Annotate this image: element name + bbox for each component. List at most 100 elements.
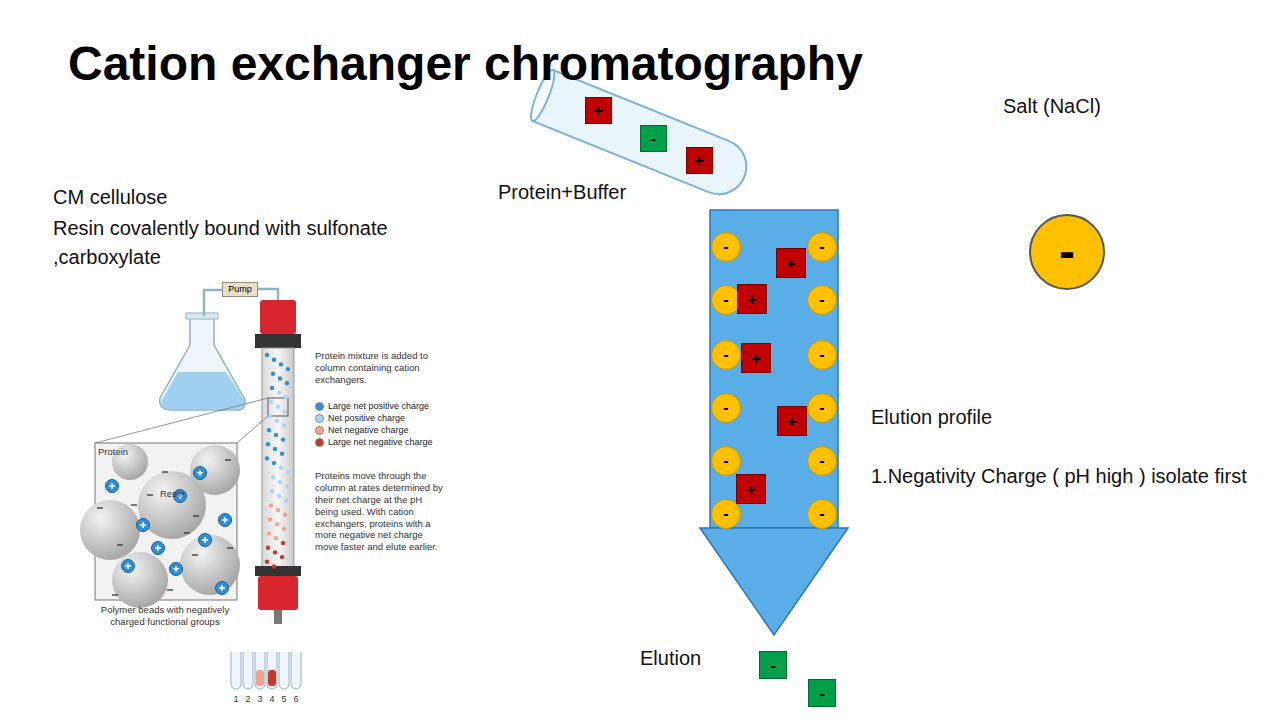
plus-mark (173, 566, 179, 572)
protein-charge-square: + (741, 343, 771, 373)
protein-dot (266, 546, 270, 550)
protein-charge-square: - (808, 679, 836, 707)
charge-sign: - (819, 685, 825, 702)
column-illustration (95, 300, 301, 624)
protein-dot (275, 522, 279, 526)
resin-charge-circle: - (807, 285, 837, 315)
plus-mark (125, 563, 131, 569)
minus-mark (227, 547, 233, 548)
charge-sign: - (819, 347, 824, 363)
charge-sign: + (593, 102, 603, 119)
profile-heading: Elution profile (871, 405, 1121, 430)
minus-mark (131, 504, 137, 505)
protein-dot (283, 513, 287, 517)
resin-note: Resin covalently bound with sulfonate ,c… (53, 214, 463, 272)
protein-dot (285, 484, 289, 488)
protein-dot (271, 372, 275, 376)
protein-dot (152, 542, 165, 555)
protein-dot (270, 386, 274, 390)
tube-number: 5 (279, 694, 289, 705)
protein-charge-square: + (736, 474, 766, 504)
protein-dot (106, 480, 119, 493)
charge-sign: + (751, 350, 761, 367)
legend-row: Large net positive charge (315, 401, 429, 411)
charge-sign: - (723, 506, 728, 522)
resin-charge-circle: - (807, 232, 837, 262)
protein-dot (280, 452, 284, 456)
tube-number: 2 (243, 694, 253, 705)
protein-charge-square: + (585, 97, 612, 124)
charge-sign: + (787, 413, 797, 430)
minus-mark (117, 544, 123, 545)
protein-dot (277, 390, 281, 394)
protein-dot (265, 353, 269, 357)
tube-number: 3 (255, 694, 265, 705)
protein-dot (279, 466, 283, 470)
protein-dot (170, 563, 183, 576)
minus-mark (97, 507, 103, 508)
minus-mark (225, 459, 231, 460)
legend-text: Net positive charge (328, 413, 405, 423)
protein-dot (276, 508, 280, 512)
protein-dot (268, 414, 272, 418)
protein-dot (269, 503, 273, 507)
charge-sign: - (723, 292, 728, 308)
protein-dot (282, 423, 286, 427)
pump-label: Pump (228, 285, 252, 294)
charge-sign: - (819, 506, 824, 522)
protein-charge-square: + (686, 147, 713, 174)
protein-dot (272, 461, 276, 465)
resin-charge-circle: - (807, 499, 837, 529)
charge-sign: - (650, 130, 656, 147)
plus-mark (197, 470, 203, 476)
charge-sign: - (819, 292, 824, 308)
figure-note: Proteins move through the column at rate… (315, 470, 443, 553)
protein-charge-square: - (640, 125, 667, 152)
legend-swatch (315, 402, 324, 411)
legend-swatch (315, 414, 324, 423)
protein-dot (281, 541, 285, 545)
fraction-tube (279, 652, 289, 689)
protein-dot (276, 405, 280, 409)
protein-dot (194, 467, 207, 480)
resin-charge-circle: - (807, 393, 837, 423)
protein-dot (284, 499, 288, 503)
legend-row: Net negative charge (315, 425, 409, 435)
fraction-tube (267, 652, 277, 689)
charge-sign: + (747, 291, 757, 308)
legend-swatch (315, 438, 324, 447)
resin-inset (80, 443, 240, 608)
charge-sign: + (694, 152, 704, 169)
protein-dot (271, 475, 275, 479)
protein-dot (199, 534, 212, 547)
resin-charge-circle: - (711, 393, 741, 423)
plus-mark (109, 483, 115, 489)
protein-dot (270, 489, 274, 493)
protein-dot (284, 395, 288, 399)
protein-dot (137, 519, 150, 532)
protein-dot (286, 470, 290, 474)
plus-mark (155, 545, 161, 551)
title: Cation exchanger chromatography (68, 34, 863, 94)
legend-row: Net positive charge (315, 413, 405, 423)
legend-text: Large net negative charge (328, 437, 433, 447)
fraction-fill (268, 670, 276, 686)
protein-dot (122, 560, 135, 573)
protein-dot (266, 442, 270, 446)
legend-text: Large net positive charge (328, 401, 429, 411)
protein-dot (280, 555, 284, 559)
minus-mark (167, 589, 173, 590)
inset-label: Resin (160, 488, 200, 500)
fraction-tubes (231, 652, 301, 689)
protein-dot (267, 531, 271, 535)
salt-label: Salt (NaCl) (1003, 94, 1203, 119)
exchange-column (700, 210, 848, 635)
fraction-tube (231, 652, 241, 689)
sample-label: Protein+Buffer (498, 180, 698, 205)
tube-number: 6 (291, 694, 301, 705)
resin-charge-circle: - (711, 446, 741, 476)
charge-sign: - (819, 400, 824, 416)
inset-label: Protein (98, 446, 158, 458)
plus-mark (202, 537, 208, 543)
protein-dot (283, 409, 287, 413)
